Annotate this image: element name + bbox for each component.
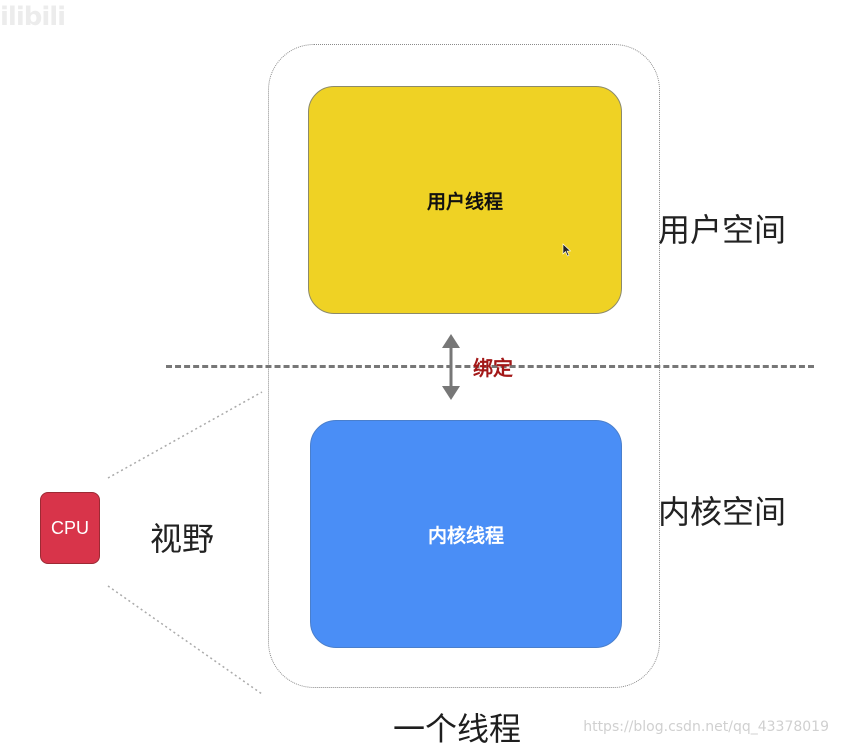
kernel-thread-box: 内核线程	[310, 420, 622, 648]
bilibili-watermark: ilibili	[0, 2, 66, 32]
user-kernel-divider	[166, 365, 814, 368]
vision-line-lower	[107, 585, 263, 695]
bind-double-arrow-icon	[442, 334, 460, 400]
user-space-label: 用户空间	[658, 211, 787, 249]
vision-line-upper	[107, 391, 263, 479]
cpu-label: CPU	[50, 517, 89, 538]
user-thread-label: 用户线程	[426, 190, 503, 213]
bind-label: 绑定	[473, 356, 513, 380]
user-thread-box: 用户线程	[308, 86, 622, 314]
cpu-chip: CPU	[40, 492, 100, 564]
kernel-space-label: 内核空间	[658, 493, 787, 531]
thread-label: 一个线程	[393, 710, 522, 748]
mouse-cursor-icon	[562, 243, 572, 257]
vision-label: 视野	[150, 520, 215, 558]
kernel-thread-label: 内核线程	[427, 524, 504, 547]
source-url-watermark: https://blog.csdn.net/qq_43378019	[583, 719, 829, 735]
